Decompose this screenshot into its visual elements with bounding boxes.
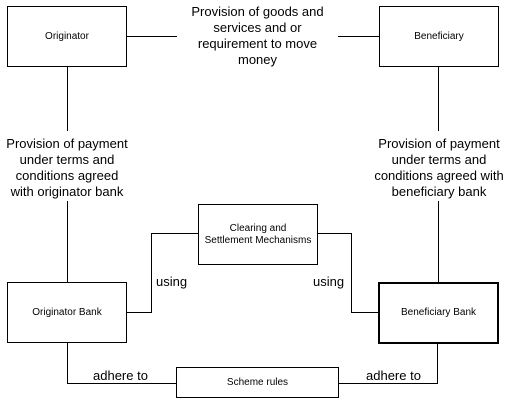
edge-label-using-left: using — [156, 274, 188, 289]
edge-clearing-beneficiarybank — [318, 233, 378, 313]
edge-label-adhere-right: adhere to — [366, 368, 421, 383]
edge-originatorbank-scheme — [67, 343, 176, 384]
edge-label-originator-payment: Provision of payment under terms and con… — [6, 136, 128, 199]
edge-label-goods-services: Provision of goods and services and or r… — [191, 4, 324, 67]
originator-node: Originator — [7, 6, 127, 67]
clearing-settlement-node: Clearing and Settlement Mechanisms — [198, 204, 318, 265]
beneficiary-bank-node: Beneficiary Bank — [378, 282, 499, 344]
edge-beneficiarybank-scheme — [339, 344, 438, 384]
edge-label-adhere-left: adhere to — [93, 368, 148, 383]
originator-bank-node: Originator Bank — [7, 282, 127, 343]
edge-label-beneficiary-payment: Provision of payment under terms and con… — [374, 136, 504, 199]
scheme-rules-node: Scheme rules — [176, 367, 339, 398]
edge-label-using-right: using — [313, 274, 345, 289]
beneficiary-node: Beneficiary — [379, 6, 499, 67]
edge-originatorbank-clearing — [127, 233, 198, 313]
